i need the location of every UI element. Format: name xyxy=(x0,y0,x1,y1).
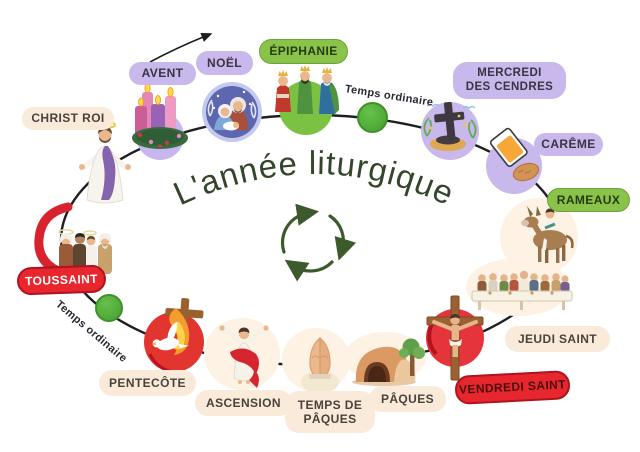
label-temps-de-paques-line1: TEMPS DE xyxy=(297,397,363,412)
jesus-on-donkey-icon xyxy=(521,206,574,263)
label-temps-de-paques: TEMPS DE PÂQUES xyxy=(285,391,375,433)
pentecost-dove-icon xyxy=(144,298,204,374)
last-supper-icon xyxy=(471,270,573,310)
label-paques: PÂQUES xyxy=(369,386,446,412)
christ-king-icon xyxy=(79,121,131,204)
label-epiphanie: ÉPIPHANIE xyxy=(259,39,348,64)
start-arrow-icon xyxy=(149,32,213,63)
advent-wreath-icon xyxy=(132,83,188,160)
crucifixion-icon xyxy=(426,295,484,381)
label-mercredi-line1: MERCREDI xyxy=(477,66,542,79)
ash-cross-icon xyxy=(421,101,479,160)
ordinary-time-dot-top xyxy=(357,102,388,133)
label-careme: CARÊME xyxy=(534,133,603,156)
label-mercredi-des-cendres: MERCREDI DES CENDRES xyxy=(453,62,566,99)
praying-hands-icon xyxy=(301,336,339,393)
glass-and-bread-icon xyxy=(486,127,542,194)
cycle-arrows-icon xyxy=(280,203,357,282)
label-ascension: ASCENSION xyxy=(195,390,292,416)
label-noel: NOËL xyxy=(196,51,253,75)
page-title: L'année liturgique xyxy=(168,144,459,212)
label-avent: AVENT xyxy=(129,62,196,85)
label-temps-de-paques-line2: PÂQUES xyxy=(303,412,357,426)
label-vendredi-saint: VENDREDI SAINT xyxy=(454,370,571,405)
ordinary-time-dot-bottom xyxy=(95,294,123,322)
label-rameaux: RAMEAUX xyxy=(547,188,630,212)
label-mercredi-line2: DES CENDRES xyxy=(465,80,554,93)
empty-tomb-icon xyxy=(352,338,425,386)
three-kings-icon xyxy=(275,66,339,135)
label-pentecote: PENTECÔTE xyxy=(99,370,196,396)
label-toussaint: TOUSSAINT xyxy=(16,264,107,296)
label-jeudi-saint: JEUDI SAINT xyxy=(505,326,610,352)
nativity-icon xyxy=(202,82,262,142)
ascension-icon xyxy=(219,325,269,388)
label-christ-roi: CHRIST ROI xyxy=(22,107,114,130)
